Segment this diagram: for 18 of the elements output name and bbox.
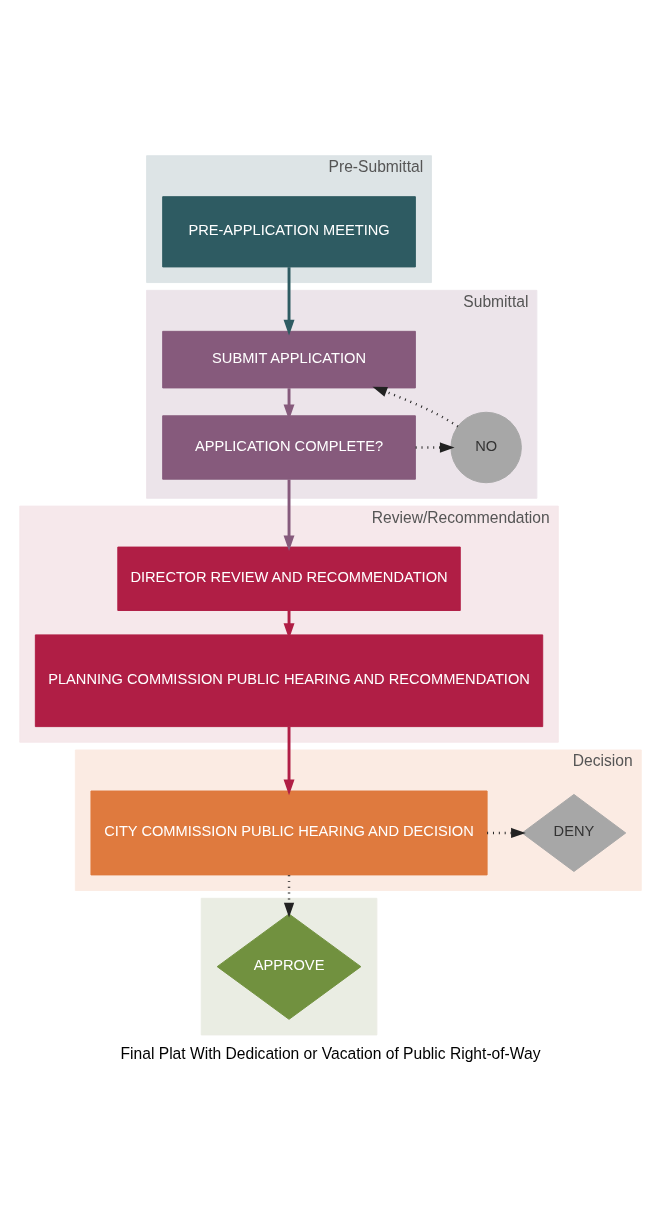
cluster	[200, 897, 378, 1035]
arrow	[283, 266, 295, 335]
arrow	[415, 441, 455, 453]
arrow	[283, 478, 295, 551]
node-diamond: APPROVE	[216, 912, 362, 1020]
arrow	[372, 386, 459, 427]
node-box: PRE-APPLICATION MEETING	[162, 195, 416, 267]
caption: Final Plat With Dedication or Vacation of Public Right-of-Way	[120, 1044, 541, 1062]
node-box: DIRECTOR REVIEW AND RECOMMENDATION	[117, 546, 461, 611]
node-box: CITY COMMISSION PUBLIC HEARING AND DECISION	[90, 790, 488, 875]
node-circle: NO	[450, 411, 522, 483]
node-box: SUBMIT APPLICATION	[162, 330, 416, 388]
arrow	[283, 726, 295, 795]
node-box: APPLICATION COMPLETE?	[162, 414, 416, 480]
arrow	[487, 827, 526, 838]
arrow	[283, 874, 295, 917]
node-diamond: DENY	[521, 793, 627, 872]
node-box: PLANNING COMMISSION PUBLIC HEARING AND RECOMMENDATION	[34, 633, 544, 727]
